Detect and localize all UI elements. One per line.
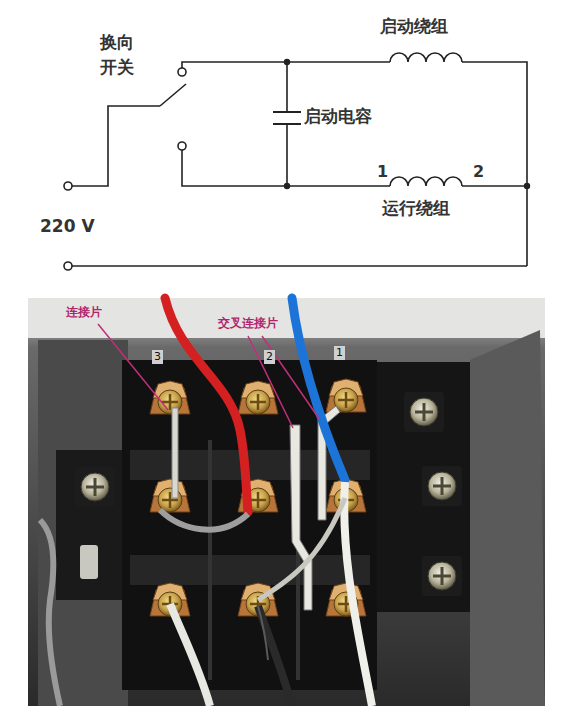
part-label: 连接片 [64,305,104,320]
capacitor-label: 启动电容 [304,106,372,127]
switch-photo [28,298,545,706]
schematic [64,53,527,270]
winding-label: 启动绕组 [380,16,448,37]
terminal-number: 1 [377,162,388,182]
terminal-number: 2 [473,162,484,182]
voltage-label: 220 V [40,216,95,237]
switch-label: 换向 开关 [100,30,139,79]
winding-label: 运行绕组 [382,198,450,219]
terminal-number: 1 [334,346,345,360]
terminal-number: 3 [152,350,163,364]
junction-dots [284,59,530,189]
part-label: 交叉连接片 [216,316,280,331]
terminal-number: 2 [264,350,275,364]
